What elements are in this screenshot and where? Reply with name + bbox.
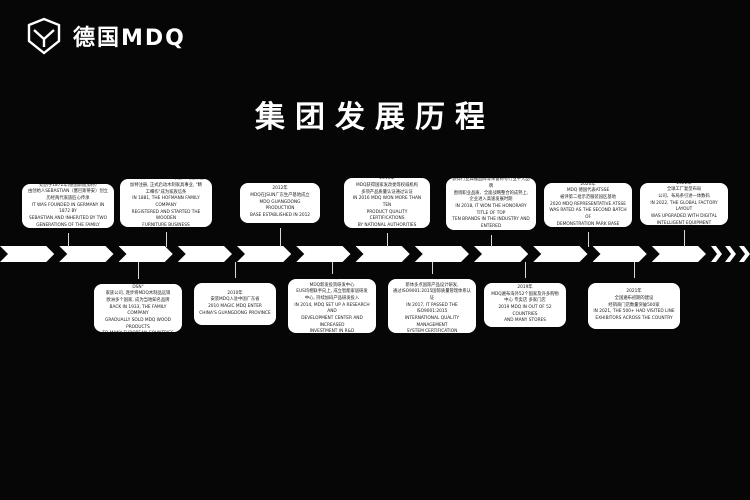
connector-line <box>166 232 167 247</box>
event-card-1933: 1933年起 "ALLE GOLLENE DIESEL DSN" 家族公司, 逐… <box>94 284 182 332</box>
event-card-2014: 2014年 MDQ新发投资研发中心 EUS均相联手向上, 成立智能家居研发 中心… <box>288 279 376 333</box>
event-card-2021: 2021年 全国遍布初期的建设 经销商门店数量突破500家 IN 2021, T… <box>588 283 680 329</box>
timeline-arrow-segment <box>59 246 113 262</box>
timeline-end-chevrons <box>711 246 750 262</box>
timeline-arrow-segment <box>474 246 528 262</box>
event-text: 2022年 全球工厂复型布局 公司、布局条引进一体数码 IN 2022, THE… <box>650 183 718 225</box>
event-card-1881: 1881年, "HOFMANN" 家族公司在斯图 加特注册, 正式启动木制家具事… <box>120 179 212 227</box>
connector-line <box>235 262 236 278</box>
timeline-arrow-segment <box>237 246 291 262</box>
event-text: 2021年 全国遍布初期的建设 经销商门店数量突破500家 IN 2021, T… <box>593 289 675 321</box>
event-text: 2019年 MDQ遍布海外52个国家及许多购物 中心 专卖店 多家门店 2019… <box>491 285 559 324</box>
chevron-right-icon <box>711 246 722 262</box>
event-text: 2016年 MDQ获得国家发改委等权威机构 多项产品质量认证通过认证 IN 20… <box>352 178 422 228</box>
cube-mark-icon <box>27 17 61 55</box>
event-card-2019: 2019年 MDQ遍布海外52个国家及许多购物 中心 专卖店 多家门店 2019… <box>484 283 566 327</box>
connector-line <box>387 233 388 247</box>
event-card-2018: 2018年 获得行业典雅品牌等荣誉称号行业十大品牌 围绕职业品质、全面战略整合的… <box>446 178 536 230</box>
event-card-2012: 2012年 MDQ在JSUN广东生产基地成立 MDQ GUANGDONG PRO… <box>240 183 320 223</box>
connector-line <box>491 235 492 247</box>
event-text: 2014年 MDQ新发投资研发中心 EUS均相联手向上, 成立智能家居研发 中心… <box>294 279 370 333</box>
event-card-2022: 2022年 全球工厂复型布局 公司、布局条引进一体数码 IN 2022, THE… <box>640 183 728 225</box>
event-text: 1933年起 "ALLE GOLLENE DIESEL DSN" 家族公司, 逐… <box>102 284 173 332</box>
connector-line <box>684 230 685 247</box>
connector-line <box>68 233 69 247</box>
timeline-arrow-segment <box>296 246 350 262</box>
timeline-band <box>0 246 706 262</box>
connector-line <box>280 228 281 247</box>
event-text: 1881年, "HOFMANN" 家族公司在斯图 加特注册, 正式启动木制家具事… <box>128 179 204 227</box>
event-card-2020: 2020年 MDQ 德国代表ATSSE 被评第二批示范服装园区基地 2020 M… <box>544 183 632 227</box>
connector-line <box>588 232 589 247</box>
timeline-arrow-segment <box>0 246 54 262</box>
event-text: 始创于1872年(德国斯图加特) 由创始人SEBASTIAN（塞巴斯蒂安）创立 … <box>28 184 108 228</box>
page-title: 集团发展历程 <box>255 100 495 135</box>
timeline-arrow-segment <box>652 246 706 262</box>
chevron-right-icon <box>725 246 736 262</box>
connector-line <box>432 262 433 274</box>
brand-name: 德国MDQ <box>73 26 186 51</box>
event-text: 2010年 安装MDQ入驻中国广东省 2010 MAGIC MDQ ENTER … <box>199 290 271 316</box>
event-text: 2020年 MDQ 德国代表ATSSE 被评第二批示范服装园区基地 2020 M… <box>549 183 627 227</box>
event-text: 2017年 新体多点国际产品设计研发, 通过ISO9001:2015国际质量管理… <box>393 279 471 333</box>
connector-line <box>332 262 333 274</box>
brand-logo: 德国MDQ <box>24 16 186 56</box>
timeline-arrow-segment <box>178 246 232 262</box>
event-card-2017: 2017年 新体多点国际产品设计研发, 通过ISO9001:2015国际质量管理… <box>388 279 476 333</box>
connector-line <box>634 262 635 278</box>
connector-line <box>525 262 526 278</box>
timeline-arrow-segment <box>356 246 410 262</box>
event-card-2016: 2016年 MDQ获得国家发改委等权威机构 多项产品质量认证通过认证 IN 20… <box>344 178 430 228</box>
event-text: 2018年 获得行业典雅品牌等荣誉称号行业十大品牌 围绕职业品质、全面战略整合的… <box>452 178 530 229</box>
timeline-arrow-segment <box>533 246 587 262</box>
timeline-arrow-segment <box>119 246 173 262</box>
event-text: 2012年 MDQ在JSUN广东生产基地成立 MDQ GUANGDONG PRO… <box>249 186 311 218</box>
event-card-2010: 2010年 安装MDQ入驻中国广东省 2010 MAGIC MDQ ENTER … <box>194 283 276 325</box>
connector-line <box>138 262 139 279</box>
chevron-right-icon <box>739 246 750 262</box>
timeline-arrow-segment <box>415 246 469 262</box>
timeline-arrow-segment <box>593 246 647 262</box>
event-card-1872: 始创于1872年(德国斯图加特) 由创始人SEBASTIAN（塞巴斯蒂安）创立 … <box>22 184 114 228</box>
